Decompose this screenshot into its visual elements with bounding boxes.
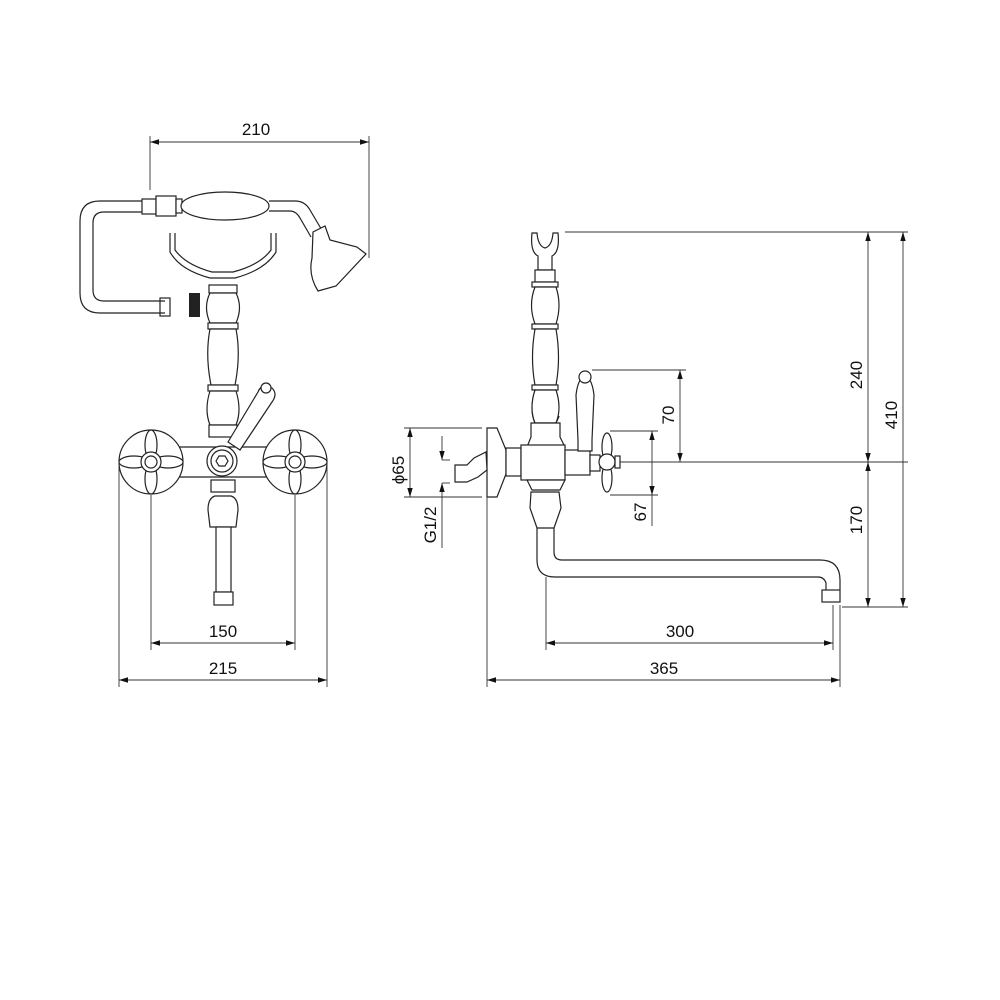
spout-side <box>529 491 841 603</box>
dimension-label: ϕ65 <box>389 456 408 484</box>
dimension-215: 215 <box>118 462 328 687</box>
dimension-label: 300 <box>666 622 694 641</box>
dimension-240: 240 <box>847 232 871 462</box>
front-view: 210 150 215 <box>79 120 370 687</box>
dimension-150: 150 <box>150 495 296 650</box>
mixer-body <box>118 382 328 495</box>
shower-cradle <box>169 233 277 279</box>
hand-shower <box>175 191 367 292</box>
dimension-label: 150 <box>209 622 237 641</box>
dimension-label: 70 <box>659 406 678 425</box>
dimension-label: 215 <box>209 659 237 678</box>
dimension-label: G1/2 <box>421 507 440 544</box>
dimension-g1-2: G1/2 <box>421 436 450 548</box>
dimension-phi65: ϕ65 <box>389 427 482 498</box>
dimension-label: 240 <box>847 361 866 389</box>
dimension-label: 67 <box>631 503 650 522</box>
cross-handle-left-icon <box>118 429 184 495</box>
side-view: ϕ65 G1/2 70 67 240 17 <box>389 231 908 687</box>
dimension-67: 67 <box>610 430 658 526</box>
body-side <box>454 370 621 498</box>
dimension-label: 170 <box>847 506 866 534</box>
dimension-label: 210 <box>242 120 270 139</box>
spout-front <box>207 479 239 606</box>
dimension-70: 70 <box>592 369 686 462</box>
column-side <box>526 281 566 448</box>
dimension-365: 365 <box>486 497 841 687</box>
cross-handle-right-icon <box>262 429 328 495</box>
dimension-label: 365 <box>650 659 678 678</box>
shower-holder <box>531 232 559 283</box>
column <box>205 284 241 438</box>
dimension-210: 210 <box>149 120 370 258</box>
dimension-410: 410 <box>882 232 906 607</box>
dimension-300: 300 <box>545 577 834 650</box>
dimension-170: 170 <box>847 462 871 607</box>
dimension-label: 410 <box>882 401 901 429</box>
hose <box>79 195 200 317</box>
